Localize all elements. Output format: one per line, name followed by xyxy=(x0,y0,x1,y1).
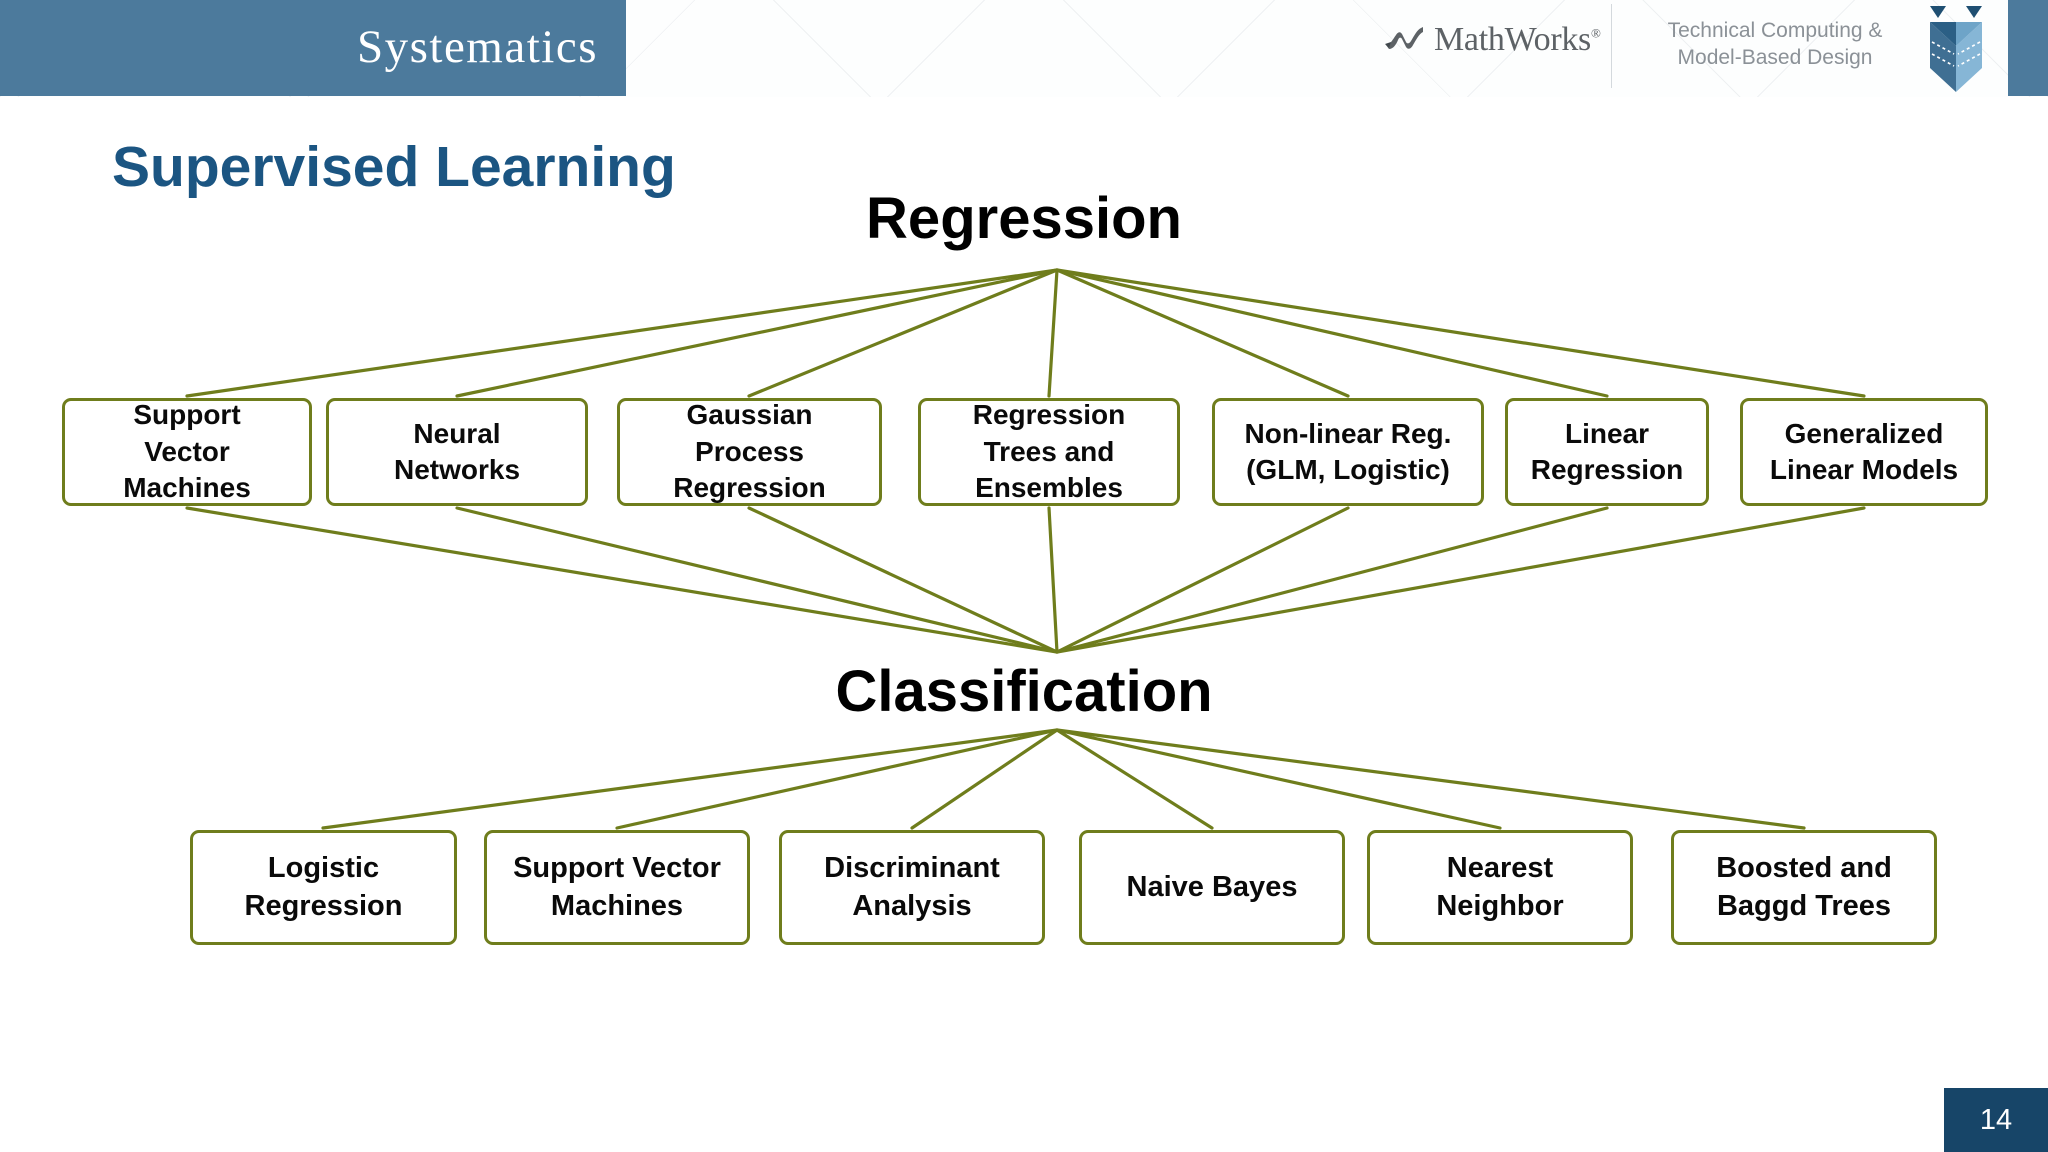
node-label: Support Vector Machines xyxy=(513,851,721,922)
node-label: Naive Bayes xyxy=(1126,870,1298,903)
tagline-line-1: Technical Computing & xyxy=(1667,19,1883,42)
regression-node-nonlinear-reg[interactable]: Non-linear Reg. (GLM, Logistic) xyxy=(1212,398,1484,506)
tagline-line-2: Model-Based Design xyxy=(1677,46,1873,69)
brand-logo-text: Systematics xyxy=(356,20,598,73)
regression-node-generalized-linear-models[interactable]: Generalized Linear Models xyxy=(1740,398,1988,506)
regression-node-trees-ensembles[interactable]: Regression Trees and Ensembles xyxy=(918,398,1180,506)
mathworks-word-text: MathWorks xyxy=(1434,21,1591,58)
node-label: Logistic Regression xyxy=(244,851,403,922)
hub-label-classification: Classification xyxy=(835,659,1213,724)
header-divider xyxy=(1611,4,1612,88)
node-label: Boosted and Baggd Trees xyxy=(1716,851,1892,922)
classification-node-svm[interactable]: Support Vector Machines xyxy=(484,830,750,945)
node-label: Linear Regression xyxy=(1530,417,1684,485)
regression-node-neural-networks[interactable]: Neural Networks xyxy=(326,398,588,506)
regression-node-svm[interactable]: Support Vector Machines xyxy=(62,398,312,506)
page-number-badge: 14 xyxy=(1944,1088,2048,1152)
node-label: Gaussian Process Regression xyxy=(673,399,826,504)
node-label: Regression Trees and Ensembles xyxy=(972,399,1126,504)
regression-node-gaussian-process[interactable]: Gaussian Process Regression xyxy=(617,398,882,506)
cube-logo-icon xyxy=(1930,6,1982,92)
classification-node-logistic-regression[interactable]: Logistic Regression xyxy=(190,830,457,945)
page-title: Supervised Learning xyxy=(112,135,676,199)
classification-node-naive-bayes[interactable]: Naive Bayes xyxy=(1079,830,1345,945)
node-label: Neural Networks xyxy=(393,417,521,485)
mathworks-membrane-icon xyxy=(1385,27,1423,49)
classification-node-nearest-neighbor[interactable]: Nearest Neighbor xyxy=(1367,830,1633,945)
node-label: Nearest Neighbor xyxy=(1436,851,1564,922)
node-label: Support Vector Machines xyxy=(123,399,251,504)
node-label: Non-linear Reg. (GLM, Logistic) xyxy=(1244,417,1452,485)
classification-node-boosted-bagged-trees[interactable]: Boosted and Baggd Trees xyxy=(1671,830,1937,945)
regression-node-linear-regression[interactable]: Linear Regression xyxy=(1505,398,1709,506)
node-label: Generalized Linear Models xyxy=(1769,417,1959,485)
mathworks-wordmark: MathWorks® xyxy=(1434,21,1601,59)
mathworks-registered-icon: ® xyxy=(1591,25,1601,41)
brand-band: Systematics xyxy=(0,0,626,96)
hub-label-regression: Regression xyxy=(866,186,1182,251)
slide-header: Systematics MathWorks® Technical Computi… xyxy=(0,0,2048,97)
mathworks-logo: MathWorks® xyxy=(1385,14,1601,66)
header-right-band xyxy=(2008,0,2048,96)
classification-node-discriminant-analysis[interactable]: Discriminant Analysis xyxy=(779,830,1045,945)
header-tagline: Technical Computing & Model-Based Design xyxy=(1640,17,1910,71)
node-label: Discriminant Analysis xyxy=(824,851,1000,922)
